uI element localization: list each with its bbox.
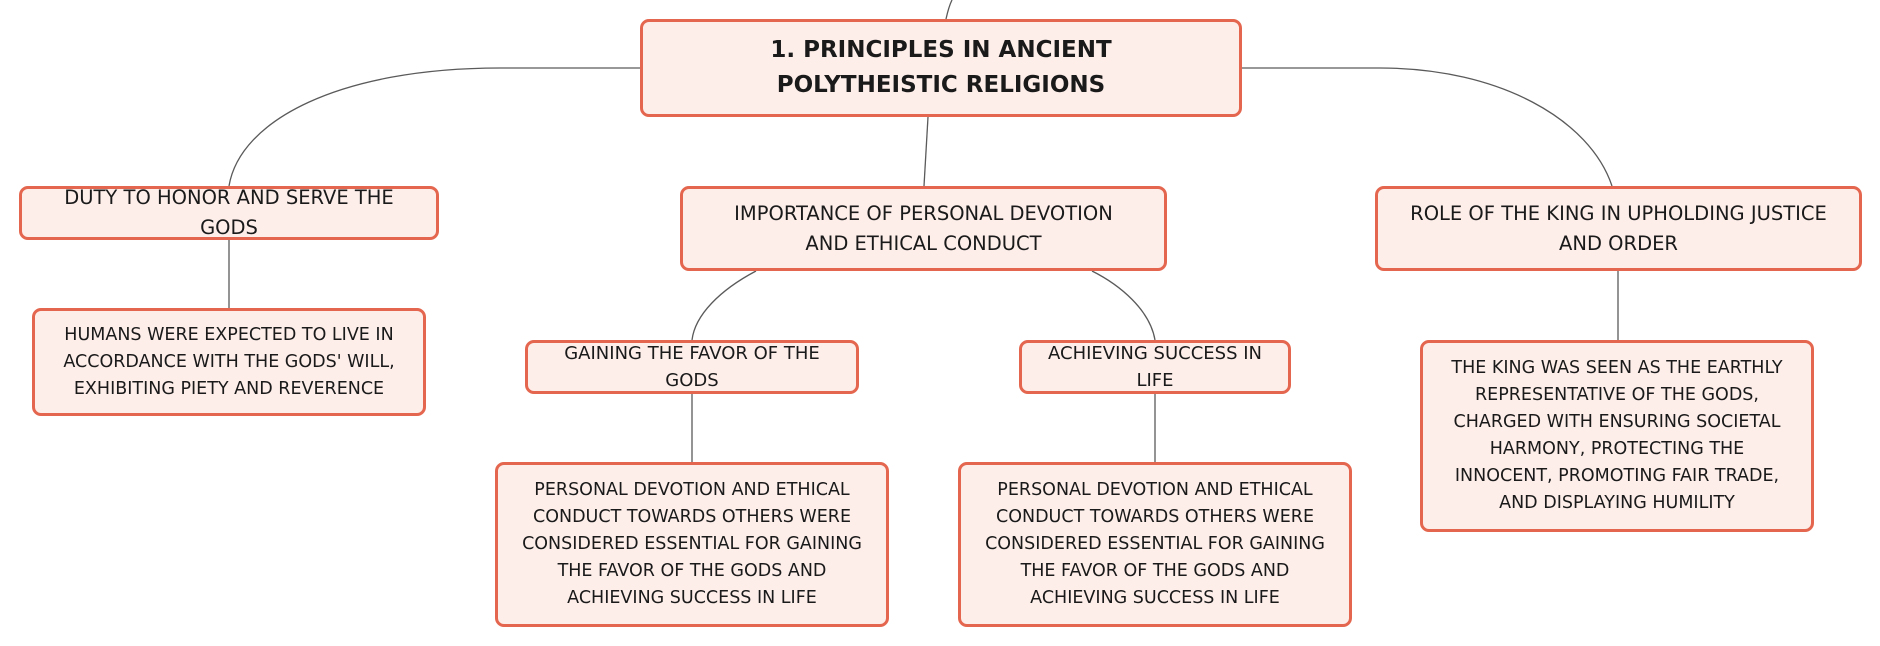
favor-detail-text: Personal devotion and ethical conduct to… bbox=[522, 480, 862, 608]
subtopic-favor-label: Gaining the favor of the gods bbox=[564, 343, 820, 391]
king-detail-text: The king was seen as the earthly represe… bbox=[1451, 358, 1783, 513]
connector-root-king bbox=[1242, 67, 1613, 187]
connector-root-parent bbox=[945, 0, 953, 20]
root-topic-node[interactable]: 1. Principles in Ancient Polytheistic Re… bbox=[640, 19, 1242, 117]
topic-devotion-label: Importance of personal devotion and ethi… bbox=[734, 201, 1113, 255]
connector-root-devotion bbox=[923, 116, 929, 187]
topic-duty-node[interactable]: Duty to honor and serve the gods bbox=[19, 186, 439, 240]
subtopic-success-label: Achieving success in life bbox=[1048, 343, 1262, 391]
root-topic-label: 1. Principles in Ancient Polytheistic Re… bbox=[770, 37, 1112, 98]
duty-detail-node[interactable]: Humans were expected to live in accordan… bbox=[32, 308, 426, 416]
topic-duty-label: Duty to honor and serve the gods bbox=[64, 186, 394, 239]
subtopic-favor-node[interactable]: Gaining the favor of the gods bbox=[525, 340, 859, 394]
duty-detail-text: Humans were expected to live in accordan… bbox=[63, 324, 395, 399]
success-detail-text: Personal devotion and ethical conduct to… bbox=[985, 480, 1325, 608]
topic-king-node[interactable]: Role of the king in upholding justice an… bbox=[1375, 186, 1862, 271]
favor-detail-node[interactable]: Personal devotion and ethical conduct to… bbox=[495, 462, 889, 627]
topic-devotion-node[interactable]: Importance of personal devotion and ethi… bbox=[680, 186, 1167, 271]
topic-king-label: Role of the king in upholding justice an… bbox=[1410, 201, 1827, 255]
subtopic-success-node[interactable]: Achieving success in life bbox=[1019, 340, 1291, 394]
king-detail-node[interactable]: The king was seen as the earthly represe… bbox=[1420, 340, 1814, 532]
connector-root-duty bbox=[228, 67, 640, 187]
success-detail-node[interactable]: Personal devotion and ethical conduct to… bbox=[958, 462, 1352, 627]
connector-devotion-success bbox=[1091, 270, 1156, 341]
connector-devotion-favor bbox=[691, 270, 757, 341]
